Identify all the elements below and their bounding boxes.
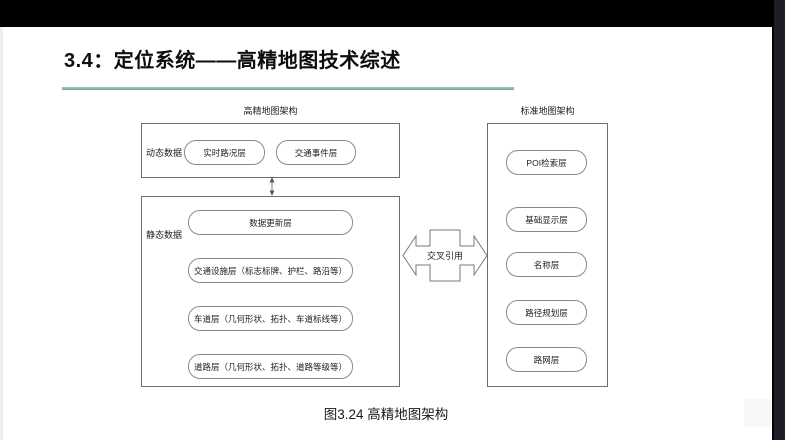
layer-road-network: 路网层: [506, 347, 587, 372]
slide-title: 3.4：定位系统——高精地图技术综述: [64, 50, 401, 72]
layer-name: 名称层: [506, 252, 587, 277]
layer-realtime-traffic: 实时路况层: [184, 140, 265, 165]
left-page-edge: [0, 27, 3, 440]
std-architecture-title: 标准地图架构: [520, 106, 575, 116]
top-black-bar: [0, 0, 772, 27]
layer-traffic-event: 交通事件层: [276, 140, 356, 165]
bottom-right-shade: [744, 399, 772, 427]
layer-traffic-facility: 交通设施层（标志标牌、护栏、路沿等）: [188, 258, 353, 283]
layer-poi-search: POI检索层: [506, 150, 587, 175]
title-underline: [62, 87, 514, 90]
layer-base-display: 基础显示层: [506, 207, 587, 232]
layer-route-planning: 路径规划层: [506, 300, 587, 325]
static-data-label: 静态数据: [146, 230, 183, 240]
hd-architecture-title: 高精地图架构: [243, 106, 298, 116]
right-dark-strip: [772, 0, 785, 440]
dynamic-data-label: 动态数据: [146, 148, 183, 158]
layer-road: 道路层（几何形状、拓扑、道路等级等）: [188, 354, 353, 379]
cross-reference-label: 交叉引用: [426, 251, 463, 261]
figure-caption: 图3.24 高精地图架构: [323, 407, 449, 422]
layer-lane: 车道层（几何形状、拓扑、车道标线等）: [188, 306, 353, 331]
layer-data-update: 数据更新层: [188, 210, 353, 235]
